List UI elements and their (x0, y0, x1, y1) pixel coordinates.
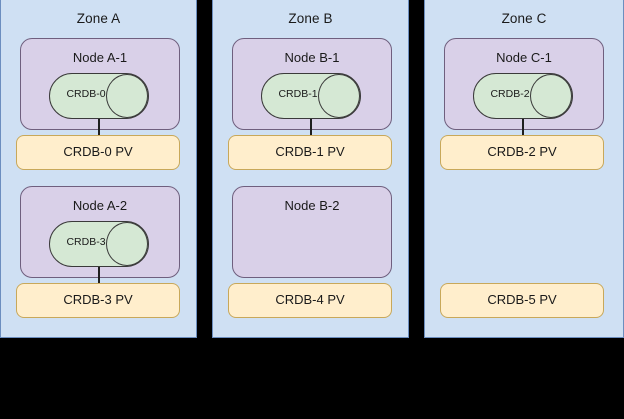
pv-label: CRDB-0 PV (63, 144, 133, 159)
node-title: Node C-1 (496, 50, 552, 65)
node-title: Node B-1 (284, 50, 340, 65)
database-cylinder-crdb-3[interactable]: CRDB-3 (49, 221, 149, 267)
node-a-1[interactable]: Node A-1 (20, 38, 180, 130)
cylinder-cap-icon (318, 74, 360, 118)
pv-crdb-0[interactable]: CRDB-0 PV (16, 135, 180, 170)
pv-label: CRDB-4 PV (275, 292, 345, 307)
pv-crdb-3[interactable]: CRDB-3 PV (16, 283, 180, 318)
node-b-2[interactable]: Node B-2 (232, 186, 392, 278)
pod-to-pv-connector (98, 267, 100, 285)
pod-to-pv-connector (310, 119, 312, 137)
pod-to-pv-connector (522, 119, 524, 137)
pv-crdb-2[interactable]: CRDB-2 PV (440, 135, 604, 170)
pv-crdb-4[interactable]: CRDB-4 PV (228, 283, 392, 318)
pod-label: CRDB-3 (66, 236, 106, 248)
pv-label: CRDB-2 PV (487, 144, 557, 159)
pv-label: CRDB-3 PV (63, 292, 133, 307)
pv-label: CRDB-5 PV (487, 292, 557, 307)
cylinder-cap-icon (106, 74, 148, 118)
pod-label: CRDB-2 (490, 88, 530, 100)
zone-title: Zone B (288, 11, 333, 26)
pod-label: CRDB-0 (66, 88, 106, 100)
pv-crdb-5[interactable]: CRDB-5 PV (440, 283, 604, 318)
zone-title: Zone A (76, 11, 121, 26)
database-cylinder-crdb-1[interactable]: CRDB-1 (261, 73, 361, 119)
zone-title: Zone C (501, 11, 547, 26)
pod-label: CRDB-1 (278, 88, 318, 100)
node-title: Node A-1 (72, 50, 128, 65)
cylinder-cap-icon (106, 222, 148, 266)
pod-to-pv-connector (98, 119, 100, 137)
cylinder-cap-icon (530, 74, 572, 118)
database-cylinder-crdb-0[interactable]: CRDB-0 (49, 73, 149, 119)
pv-label: CRDB-1 PV (275, 144, 345, 159)
node-title: Node A-2 (72, 198, 128, 213)
pv-crdb-1[interactable]: CRDB-1 PV (228, 135, 392, 170)
database-cylinder-crdb-2[interactable]: CRDB-2 (473, 73, 573, 119)
node-a-2[interactable]: Node A-2 (20, 186, 180, 278)
node-title: Node B-2 (284, 198, 340, 213)
